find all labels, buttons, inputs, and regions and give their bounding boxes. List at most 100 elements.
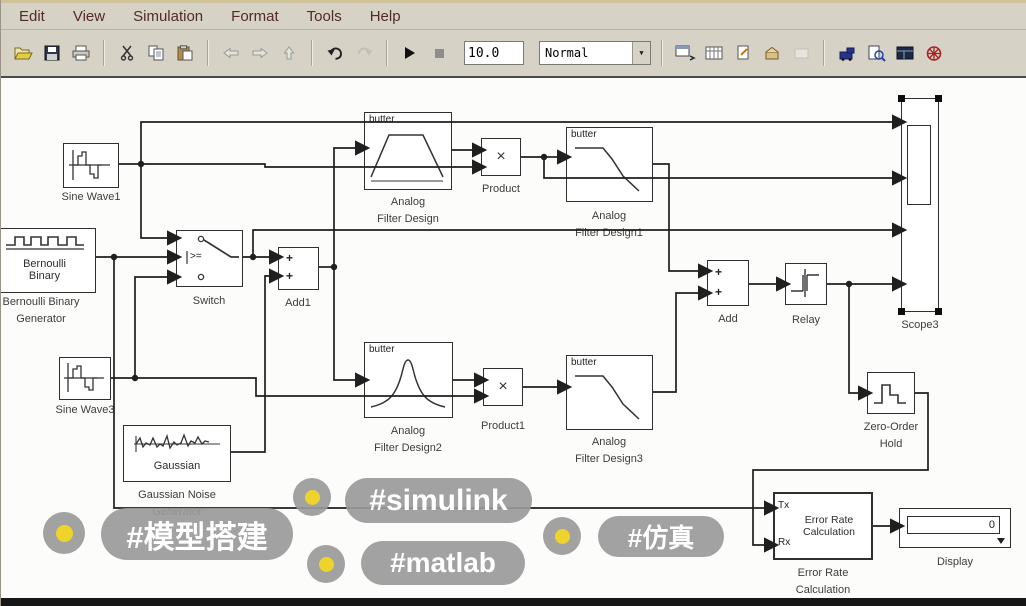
block-analog-filter-design2[interactable]: butter (364, 342, 453, 418)
block-label: Zero-Order Hold (863, 421, 919, 450)
display-value: 0 (907, 516, 1000, 534)
copy-icon[interactable] (144, 41, 168, 65)
library-browser-icon[interactable] (702, 41, 726, 65)
menu-bar: Edit View Simulation Format Tools Help (1, 0, 1026, 30)
workspace-icon[interactable] (893, 41, 917, 65)
menu-tools[interactable]: Tools (306, 7, 342, 25)
sine-wave-icon (69, 150, 110, 180)
plus-port: + (715, 265, 723, 279)
block-analog-filter-design[interactable]: butter (364, 112, 452, 190)
play-icon[interactable] (398, 41, 422, 65)
menu-view[interactable]: View (72, 7, 106, 25)
selection-handle[interactable] (935, 95, 942, 102)
redo-icon (352, 41, 376, 65)
find-in-model-icon[interactable] (864, 41, 888, 65)
block-label: Scope3 (901, 319, 939, 331)
menu-format[interactable]: Format (231, 7, 279, 25)
block-analog-filter-design3[interactable]: butter (566, 355, 653, 430)
menu-simulation[interactable]: Simulation (133, 7, 204, 25)
block-scope3[interactable] (898, 95, 942, 315)
paste-icon[interactable] (173, 41, 197, 65)
model-browser-icon[interactable] (673, 41, 697, 65)
block-switch[interactable]: >= (176, 230, 243, 287)
block-inner-text: Gaussian (153, 459, 201, 472)
refresh-disabled-icon (789, 41, 813, 65)
back-icon[interactable] (219, 41, 243, 65)
menu-help[interactable]: Help (369, 7, 401, 25)
print-icon[interactable] (69, 41, 93, 65)
block-label: Bernoulli Binary Generator (2, 296, 80, 325)
block-label: Analog Filter Design (377, 196, 439, 225)
chevron-down-icon[interactable]: ▼ (632, 42, 650, 64)
block-sine-wave1[interactable] (63, 143, 119, 188)
block-relay[interactable] (785, 263, 827, 305)
bullet-marker (43, 512, 85, 554)
block-label: Sine Wave3 (55, 404, 115, 416)
up-icon[interactable] (277, 41, 301, 65)
filter-type-tag: butter (571, 129, 597, 140)
block-error-rate-calculation[interactable]: Tx Rx Error Rate Calculation (773, 492, 873, 560)
block-zero-order-hold[interactable] (867, 372, 915, 414)
switch-criteria: >= (190, 251, 202, 262)
block-label: Switch (192, 295, 226, 307)
simulation-mode-select[interactable]: Normal ▼ (539, 41, 651, 65)
hashtag-overlay: #simulink (345, 478, 532, 523)
open-icon[interactable] (11, 41, 35, 65)
debug-icon[interactable] (922, 41, 946, 65)
filter-type-tag: butter (571, 357, 597, 368)
package-icon[interactable] (760, 41, 784, 65)
block-display[interactable]: 0 (899, 508, 1011, 548)
selection-handle[interactable] (935, 308, 942, 315)
block-analog-filter-design1[interactable]: butter (566, 127, 653, 202)
block-add[interactable]: + + (707, 260, 749, 306)
block-product[interactable]: × (481, 138, 521, 176)
block-bernoulli-binary[interactable]: Bernoulli Binary (1, 228, 96, 293)
block-label: Display (936, 556, 974, 568)
bottom-border-strip (1, 598, 1026, 606)
block-label: Analog Filter Design1 (575, 210, 643, 239)
block-label: Analog Filter Design3 (575, 436, 643, 465)
bullet-marker (543, 517, 581, 555)
simulation-mode-value: Normal (545, 46, 589, 60)
bullet-marker (307, 545, 345, 583)
block-label: Error Rate Calculation (795, 567, 851, 596)
menu-edit[interactable]: Edit (19, 7, 45, 25)
forward-icon[interactable] (248, 41, 272, 65)
block-label: Sine Wave1 (61, 191, 121, 203)
cut-icon[interactable] (115, 41, 139, 65)
scope-screen (907, 125, 931, 205)
product-symbol: × (498, 378, 508, 395)
switch-icon (186, 235, 239, 281)
block-gaussian-noise[interactable]: Gaussian (123, 425, 231, 482)
block-label: Add (718, 313, 738, 325)
block-add1[interactable]: + + (278, 247, 319, 290)
stop-icon (427, 41, 451, 65)
filter-type-tag: butter (369, 344, 395, 355)
toolbar: Normal ▼ (1, 30, 1026, 78)
binary-wave-icon (6, 236, 84, 250)
model-canvas[interactable]: Sine Wave1 Bernoulli Binary Bernoulli Bi… (1, 78, 1026, 598)
block-label: Relay (791, 314, 821, 326)
hashtag-overlay: #模型搭建 (101, 508, 293, 560)
block-sine-wave3[interactable] (59, 357, 111, 400)
block-inner-text: Bernoulli Binary (23, 257, 66, 282)
build-icon[interactable] (835, 41, 859, 65)
filter-type-tag: butter (369, 114, 395, 125)
relay-icon (791, 269, 819, 297)
hashtag-overlay: #仿真 (598, 516, 724, 557)
block-inner-text: Error Rate Calculation (803, 514, 855, 538)
selection-handle[interactable] (898, 308, 905, 315)
model-report-icon[interactable] (731, 41, 755, 65)
bullet-marker (293, 478, 331, 516)
triangle-down-icon (997, 538, 1005, 544)
selection-handle[interactable] (898, 95, 905, 102)
plus-port: + (286, 269, 294, 283)
save-icon[interactable] (40, 41, 64, 65)
plus-port: + (286, 251, 294, 265)
block-product1[interactable]: × (483, 368, 523, 406)
sim-time-input[interactable] (464, 41, 524, 65)
staircase-icon (874, 384, 906, 404)
block-label: Analog Filter Design2 (374, 425, 442, 454)
undo-icon[interactable] (323, 41, 347, 65)
